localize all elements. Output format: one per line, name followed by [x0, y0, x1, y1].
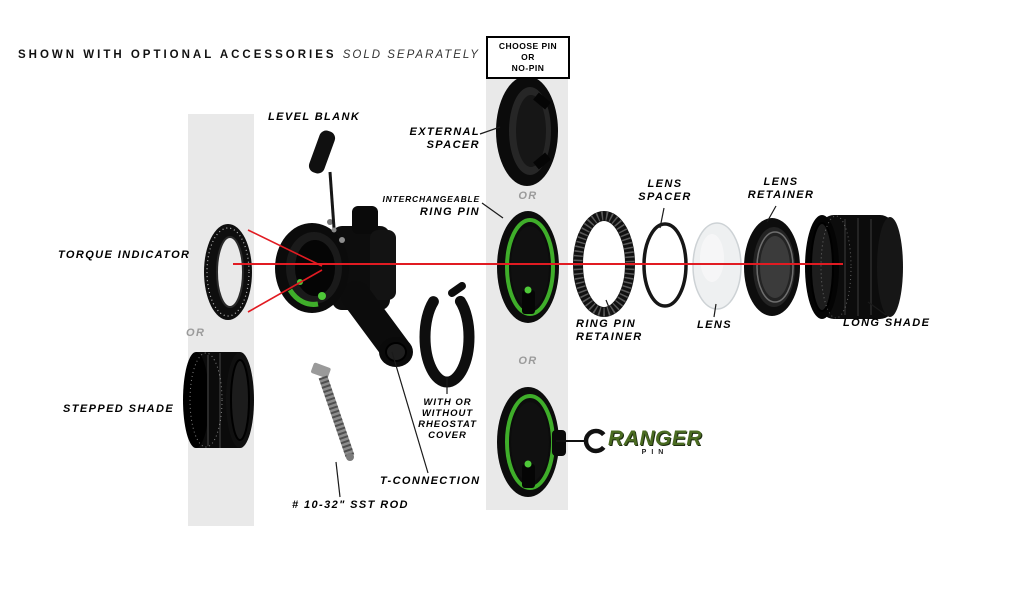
label-rheostat-line1: WITH OR: [423, 397, 472, 408]
label-ring-pin-retainer-line1: RING PIN: [576, 318, 637, 330]
label-lens-spacer: LENS SPACER: [622, 178, 708, 204]
label-or-middle-top: OR: [518, 190, 538, 202]
sight-alignment-lines: [233, 229, 843, 313]
sst-rod-part: [311, 362, 355, 461]
label-lens: LENS: [697, 319, 732, 331]
label-interchangeable-ring-pin: INTERCHANGEABLE RING PIN: [368, 193, 480, 219]
background-band-left: [188, 114, 254, 526]
label-rheostat-cover: WITH OR WITHOUT RHEOSTAT COVER: [405, 397, 490, 441]
label-or-left: OR: [186, 327, 206, 339]
label-ring-pin-retainer-line2: RETAINER: [576, 331, 643, 343]
screw-dot: [339, 237, 345, 243]
ring-pin-bottom: [497, 387, 566, 497]
ring-pin-middle: [497, 211, 559, 323]
label-lens-retainer-line2: RETAINER: [747, 189, 815, 201]
level-blank-part: [308, 130, 337, 233]
screw-dot: [327, 219, 333, 225]
header-subtitle: SOLD SEPARATELY: [342, 49, 480, 61]
lens-retainer-part: [744, 218, 800, 316]
ranger-logo-text: RANGER: [608, 427, 703, 450]
label-interchangeable-line1: INTERCHANGEABLE: [382, 194, 480, 204]
label-external-spacer-line2: SPACER: [426, 139, 480, 151]
choose-pin-line3: NO-PIN: [511, 63, 545, 74]
fiber-dot: [318, 292, 326, 300]
header-title: SHOWN WITH OPTIONAL ACCESSORIES: [18, 49, 337, 61]
choose-pin-line2: OR: [521, 52, 535, 63]
long-shade-part: [805, 215, 903, 319]
leader-lines: [335, 126, 887, 498]
label-external-spacer-line1: EXTERNAL: [409, 126, 480, 138]
label-t-connection: T-CONNECTION: [380, 475, 481, 487]
choose-pin-box: CHOOSE PIN OR NO-PIN: [486, 36, 570, 80]
label-long-shade: LONG SHADE: [843, 317, 931, 329]
green-accent-arc: [287, 288, 319, 307]
label-lens-retainer: LENS RETAINER: [736, 176, 826, 202]
ranger-logo-subtext: PIN: [641, 449, 669, 456]
ranger-pin-logo: RANGER PIN: [608, 427, 703, 457]
rheostat-cover-part: [419, 282, 475, 388]
label-lens-spacer-line1: LENS: [647, 178, 683, 190]
label-rheostat-line4: COVER: [428, 430, 467, 441]
lens-part: [692, 222, 742, 310]
label-external-spacer: EXTERNAL SPACER: [398, 126, 480, 152]
label-rheostat-line2: WITHOUT: [421, 408, 474, 419]
ranger-logo-mark: [556, 428, 609, 454]
label-lens-retainer-line1: LENS: [763, 176, 799, 188]
scope-housing: [275, 206, 413, 367]
label-ring-pin-retainer: RING PIN RETAINER: [576, 318, 643, 344]
label-sst-rod: # 10-32" SST ROD: [292, 499, 409, 511]
label-interchangeable-line2: RING PIN: [419, 206, 480, 218]
label-or-middle-bottom: OR: [518, 355, 538, 367]
torque-indicator-ring: [204, 224, 252, 320]
label-torque-indicator: TORQUE INDICATOR: [58, 249, 191, 261]
header: SHOWN WITH OPTIONAL ACCESSORIES SOLD SEP…: [18, 49, 480, 61]
stepped-shade-part: [183, 352, 254, 448]
label-lens-spacer-line2: SPACER: [638, 191, 692, 203]
label-level-blank: LEVEL BLANK: [268, 111, 361, 123]
choose-pin-line1: CHOOSE PIN: [498, 41, 558, 51]
label-rheostat-line3: RHEOSTAT: [418, 419, 477, 430]
label-stepped-shade: STEPPED SHADE: [63, 403, 175, 415]
external-spacer-ring: [496, 76, 558, 186]
